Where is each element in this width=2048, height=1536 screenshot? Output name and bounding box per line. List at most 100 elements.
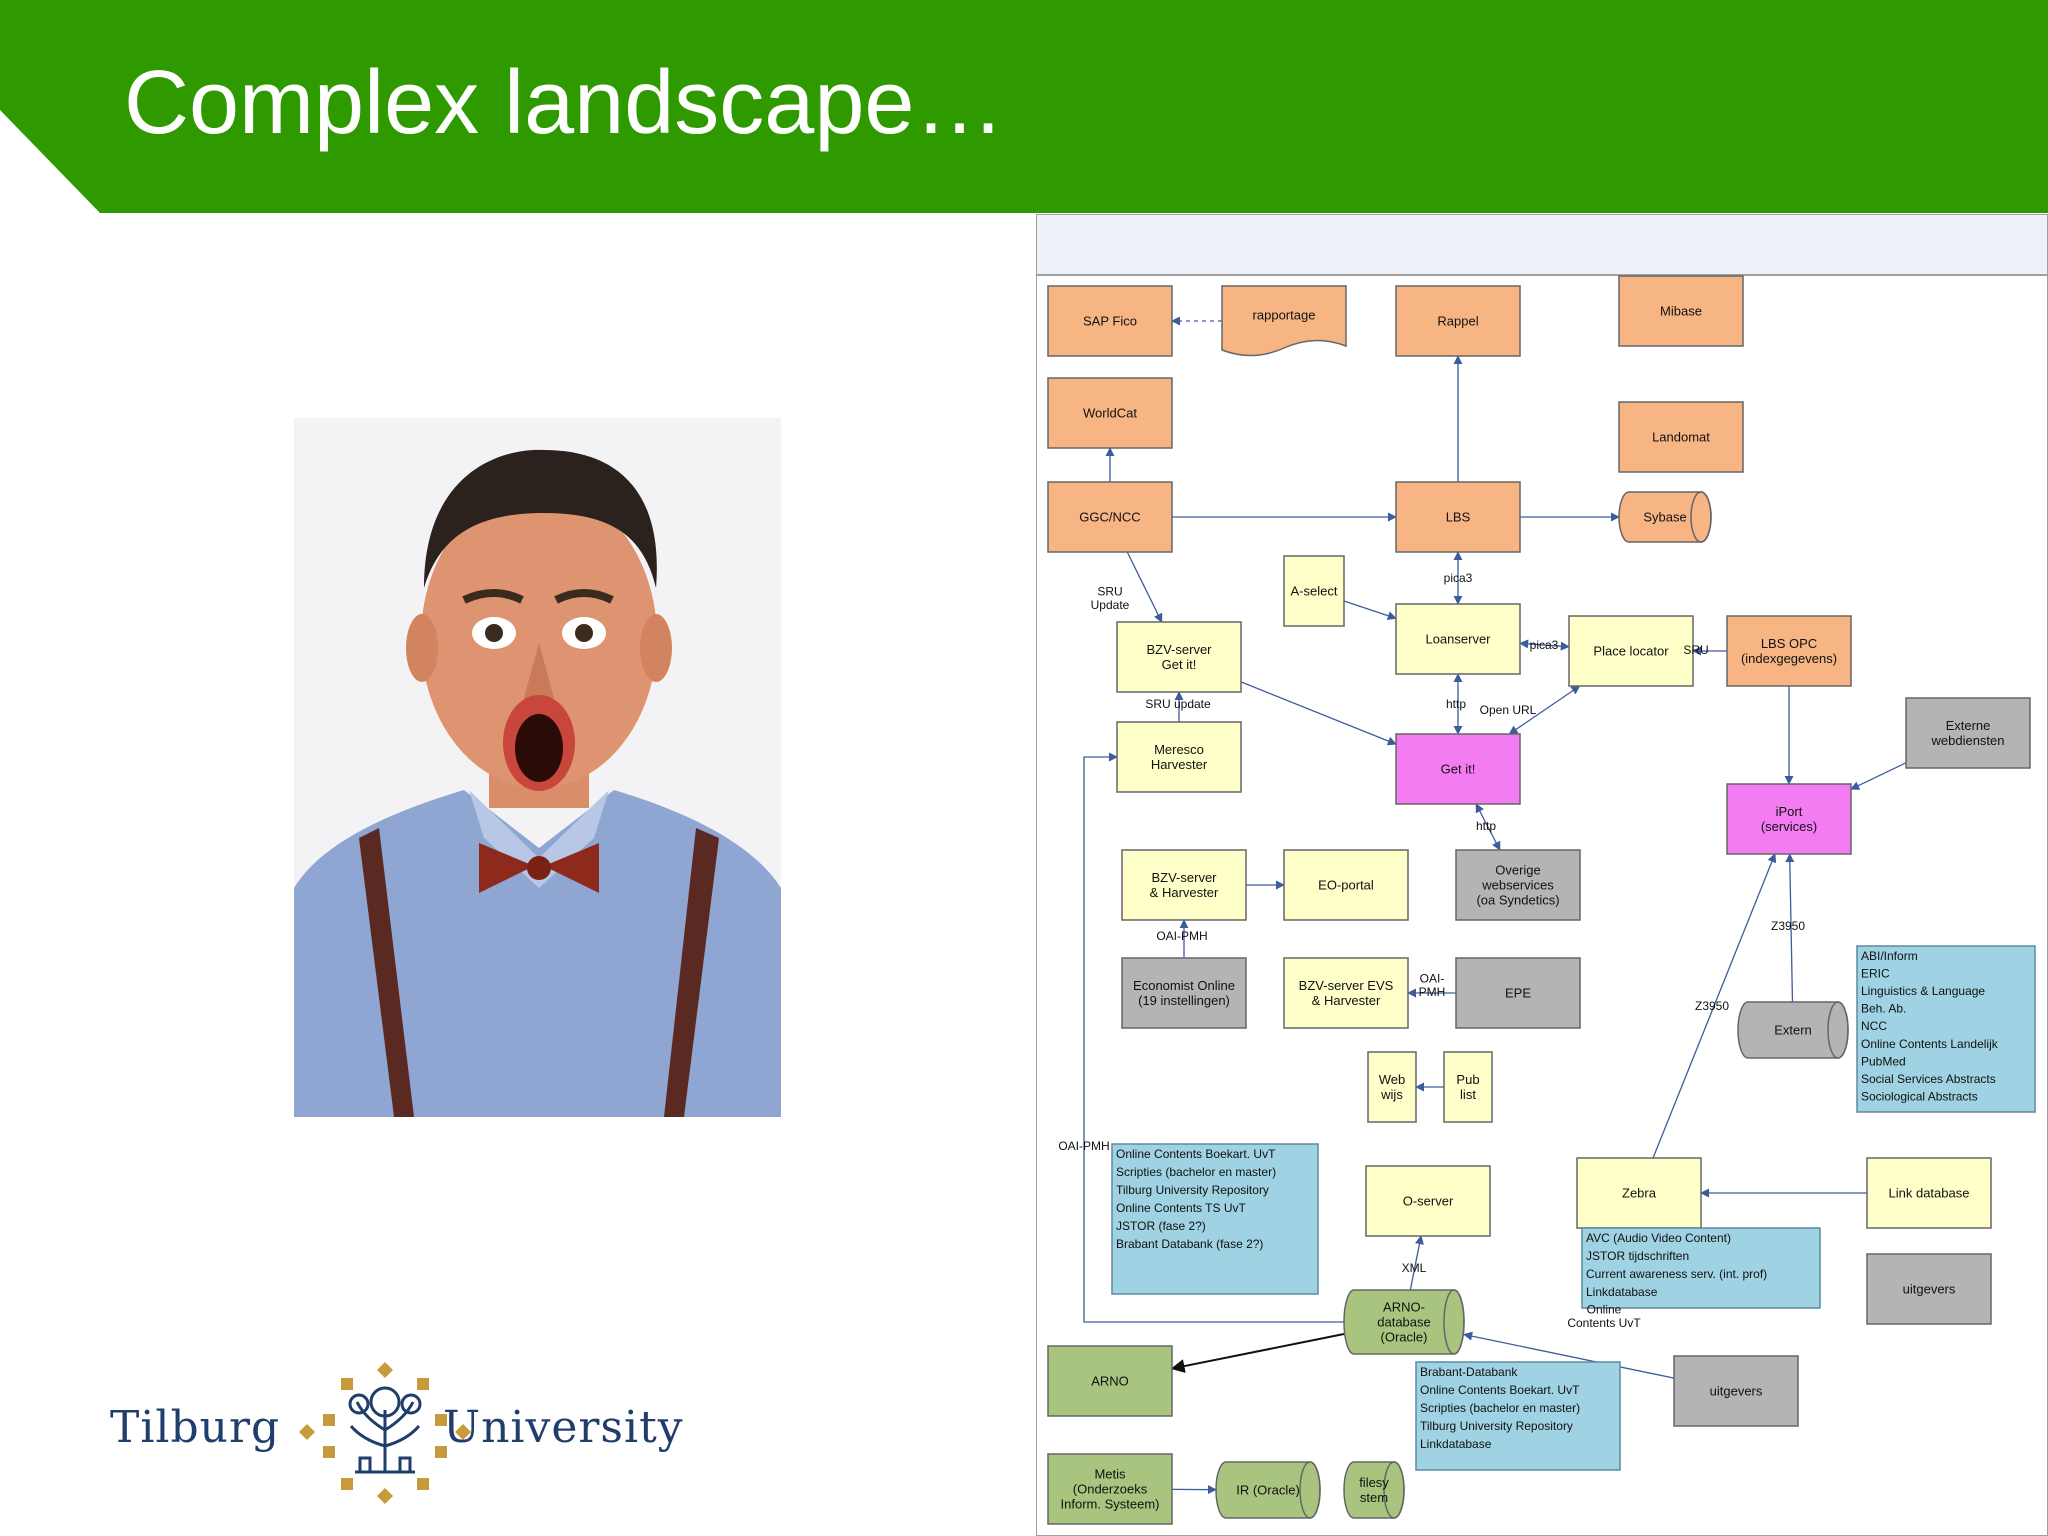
node-loanserver: Loanserver [1395, 603, 1521, 675]
node-label: Sybase [1643, 510, 1686, 525]
node-label: & Harvester [1312, 993, 1381, 1008]
node-sybase: Sybase [1618, 491, 1712, 543]
edge-label-xml: XML [1402, 1261, 1427, 1275]
node-oserver: O-server [1365, 1165, 1491, 1237]
edge-label-z3950b: Z3950 [1695, 999, 1729, 1013]
node-label: GGC/NCC [1079, 510, 1140, 525]
edge-ggc-bzv1 [1126, 551, 1163, 623]
surprised-man-photo [294, 418, 781, 1117]
node-label: webdiensten [1931, 733, 2005, 748]
note-line: JSTOR tijdschriften [1586, 1249, 1689, 1263]
node-box [1283, 957, 1409, 1029]
node-arno: ARNO [1047, 1345, 1173, 1417]
node-label: & Harvester [1150, 885, 1219, 900]
node-label: (19 instellingen) [1138, 993, 1230, 1008]
node-label: Place locator [1593, 644, 1669, 659]
node-label: filesy [1359, 1475, 1389, 1490]
note-line: Current awareness serv. (int. prof) [1586, 1267, 1767, 1281]
ear-left [406, 614, 438, 682]
node-box [1726, 783, 1852, 855]
node-label: Pub [1456, 1072, 1479, 1087]
banner-background [0, 0, 2048, 213]
edge-label-onlinecontents: Online [1587, 1302, 1622, 1316]
brow-left [462, 589, 524, 604]
node-label: Economist Online [1133, 978, 1235, 993]
node-box [1116, 721, 1242, 793]
note-line: Sociological Abstracts [1861, 1089, 1978, 1103]
node-box [1905, 697, 2031, 769]
node-uitgevers2: uitgevers [1673, 1355, 1799, 1427]
hair [424, 449, 657, 588]
node-box [1047, 1345, 1173, 1417]
diagram-edges [1083, 316, 1907, 1495]
node-box [1455, 957, 1581, 1029]
node-iport: iPort(services) [1726, 783, 1852, 855]
node-box [1395, 733, 1521, 805]
note-line: Scripties (bachelor en master) [1116, 1165, 1276, 1179]
node-box [1455, 849, 1581, 921]
node-label: stem [1360, 1490, 1388, 1505]
node-bzv2: BZV-server& Harvester [1121, 849, 1247, 921]
node-box [1367, 1051, 1417, 1123]
edge-label-http2: http [1476, 819, 1496, 833]
ear-right [640, 614, 672, 682]
shirt [294, 790, 781, 1117]
node-label: rapportage [1253, 308, 1316, 323]
node-box [1673, 1355, 1799, 1427]
node-linkdb: Link database [1866, 1157, 1992, 1229]
bow-tie [479, 843, 599, 893]
node-mibase: Mibase [1618, 275, 1744, 347]
edge-label-sru: Update [1091, 598, 1130, 612]
note-line: Online Contents Boekart. UvT [1116, 1147, 1276, 1161]
node-box [1121, 849, 1247, 921]
node-label: Get it! [1162, 657, 1197, 672]
node-box [1047, 285, 1173, 357]
node-arnodb: ARNO-database(Oracle) [1343, 1289, 1465, 1355]
node-bzvevs: BZV-server EVS& Harvester [1283, 957, 1409, 1029]
node-label: Loanserver [1425, 632, 1491, 647]
node-label: Harvester [1151, 757, 1208, 772]
node-label: (oa Syndetics) [1476, 893, 1559, 908]
edge-label-z3950a: Z3950 [1771, 919, 1805, 933]
logo-word-right: University [443, 1402, 684, 1453]
node-box [1047, 1453, 1173, 1525]
node-label: Web [1379, 1072, 1406, 1087]
node-label: A-select [1291, 584, 1338, 599]
edge-label-openurl: Open URL [1480, 703, 1537, 717]
note-line: Brabant-Databank [1420, 1365, 1518, 1379]
node-box [1866, 1253, 1992, 1325]
tilburg-university-logo: Tilburg University [110, 1360, 683, 1510]
note-line: ABI/Inform [1861, 949, 1918, 963]
edge-label-pica3a: pica3 [1444, 571, 1473, 585]
edge-arnodb-oserver [1409, 1235, 1424, 1291]
node-label: IR (Oracle) [1236, 1483, 1300, 1498]
pupil-right [575, 624, 593, 642]
node-label: Zebra [1622, 1186, 1657, 1201]
node-rappel: Rappel [1395, 285, 1521, 357]
note-line: Scripties (bachelor en master) [1420, 1401, 1580, 1415]
node-getit: Get it! [1395, 733, 1521, 805]
slide-title: Complex landscape… [124, 53, 1005, 153]
node-lbsopc: LBS OPC(indexgegevens) [1726, 615, 1852, 687]
node-box [1443, 1051, 1493, 1123]
node-box [1576, 1157, 1702, 1229]
edge-label-onlinecontents: Contents UvT [1567, 1316, 1641, 1330]
suspender-right [664, 828, 719, 1117]
node-label: Inform. Systeem) [1061, 1497, 1160, 1512]
node-label: (services) [1761, 819, 1817, 834]
node-box [1121, 957, 1247, 1029]
note-line: Brabant Databank (fase 2?) [1116, 1237, 1263, 1251]
node-box [1221, 285, 1347, 357]
edge-extern-iport [1785, 853, 1795, 1003]
edge-bzv1-getit [1240, 681, 1397, 746]
logo-emblem [299, 1362, 471, 1504]
edge-label-http1: http [1446, 697, 1466, 711]
node-ggc: GGC/NCC [1047, 481, 1173, 553]
edge-arnodb-meresco [1083, 752, 1344, 1323]
